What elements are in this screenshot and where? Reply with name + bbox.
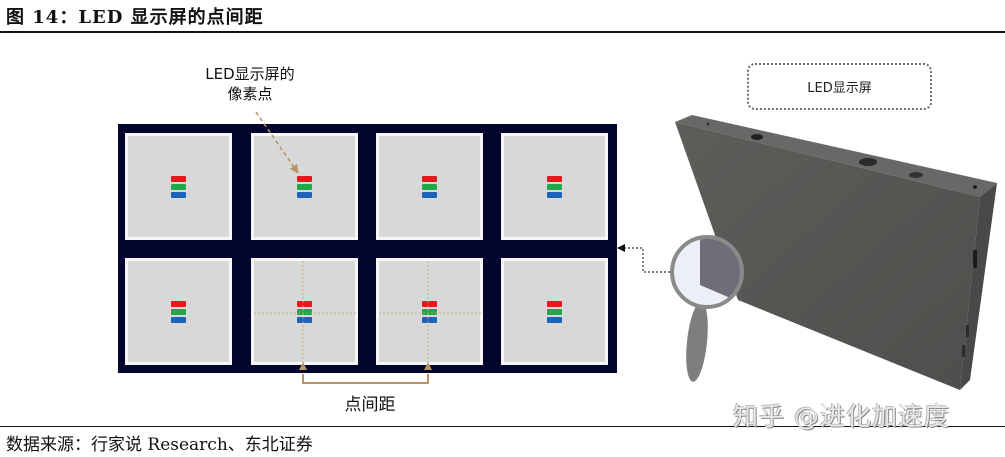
pixel-label-line1: LED显示屏的 [205, 65, 295, 83]
magnifier-icon [670, 235, 744, 382]
pixel-label: LED显示屏的 像素点 [180, 64, 320, 104]
pixel-pointer-arrow-icon [255, 111, 299, 174]
pixel-cell [376, 258, 483, 365]
pixel-cell [376, 133, 483, 240]
pixel-cell [251, 258, 358, 365]
led-pixel-icon [547, 301, 562, 323]
screen-tag: LED显示屏 [747, 63, 932, 110]
pixel-center-guides [254, 261, 481, 368]
led-pixel-icon [547, 176, 562, 198]
top-rule [0, 31, 1005, 33]
led-pixel-icon [297, 301, 312, 323]
led-pixel-icon [297, 176, 312, 198]
figure-source: 数据来源：行家说 Research、东北证券 [6, 435, 313, 455]
led-module-panel [118, 124, 617, 373]
led-pixel-icon [422, 176, 437, 198]
pitch-label: 点间距 [344, 395, 396, 415]
pixel-cell [251, 133, 358, 240]
watermark: 知乎 @进化加速度 [733, 402, 950, 431]
pitch-dimension-arrow-icon [299, 362, 432, 384]
led-pixel-icon [171, 301, 186, 323]
led-pixel-icon [422, 301, 437, 323]
figure-title: 图 14：LED 显示屏的点间距 [6, 7, 264, 28]
led-screen-cabinet [675, 115, 997, 390]
pixel-cell [125, 258, 232, 365]
pixel-cell [501, 133, 608, 240]
led-pixel-icon [171, 176, 186, 198]
pixel-cell [501, 258, 608, 365]
pixel-label-line2: 像素点 [227, 85, 273, 103]
bottom-rule [0, 426, 1005, 428]
dotted-arrow-icon [617, 244, 670, 273]
screen-tag-label: LED显示屏 [807, 81, 872, 96]
pixel-cell [125, 133, 232, 240]
